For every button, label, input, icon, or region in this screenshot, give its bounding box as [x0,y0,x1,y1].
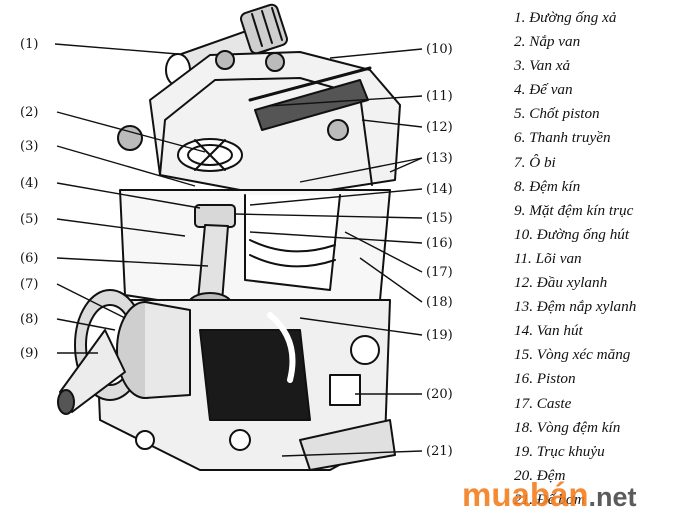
leader-line-19 [299,317,423,336]
leader-line-3 [56,145,196,187]
legend-item: 8. Đệm kín [514,177,581,195]
parts-legend: 1. Đường ống xả 2. Nắp van 3. Van xả 4. … [514,6,700,512]
leader-line-11 [267,95,423,107]
callout-1: (1) [20,37,38,52]
callout-15: (15) [426,211,453,226]
callout-10: (10) [426,42,453,57]
leader-line-2 [56,111,206,153]
leader-line-16 [249,231,423,244]
leader-line-1 [54,43,179,55]
legend-item: 19. Trục khuỷu [514,442,605,460]
callout-21: (21) [426,444,453,459]
leader-line-6 [56,257,209,267]
leader-line-13b [389,157,423,173]
leader-line-5 [56,218,186,237]
callout-4: (4) [20,176,38,191]
callout-9: (9) [20,346,38,361]
callout-7: (7) [20,277,38,292]
leader-line-7 [56,283,126,319]
leader-line-4 [56,182,201,209]
legend-item: 2. Nắp van [514,33,581,51]
callout-17: (17) [426,265,453,280]
legend-item: 9. Mặt đệm kín trục [514,201,634,219]
leader-line-12 [361,119,423,128]
leader-line-14 [249,188,423,206]
legend-item: 12. Đầu xylanh [514,274,608,292]
callout-3: (3) [20,139,38,154]
callout-18: (18) [426,295,453,310]
compressor-illustration [57,3,401,471]
legend-item: 1. Đường ống xả [514,9,617,26]
watermark-logo: muabán.net [462,476,698,514]
legend-item: 17. Caste [514,394,572,412]
legend-item: 7. Ô bi [514,153,556,171]
leader-line-21 [281,450,423,457]
callout-20: (20) [426,387,453,402]
leader-line-18 [359,257,423,303]
legend-item: 21. Đế bơm [514,490,585,508]
legend-item: 16. Piston [514,370,576,388]
legend-item: 4. Đế van [514,81,573,99]
leader-line-15 [234,213,423,219]
callout-2: (2) [20,105,38,120]
legend-item: 3. Van xả [514,57,571,75]
callout-16: (16) [426,236,453,251]
callout-11: (11) [426,89,453,104]
legend-item: 14. Van hút [514,322,583,340]
legend-item: 18. Vòng đệm kín [514,418,621,436]
leader-line-10 [329,48,423,59]
callout-13: (13) [426,151,453,166]
legend-item: 6. Thanh truyền [514,129,611,147]
callout-12: (12) [426,120,453,135]
legend-item: 15. Vòng xéc măng [514,346,631,364]
leader-line-13a [299,157,423,183]
legend-item: 20. Đệm [514,466,566,484]
callout-labels: (1) (2) (3) (4) (5) (6) (7) (8) (9) (10)… [20,37,453,459]
watermark-tld: .net [588,482,637,512]
callout-19: (19) [426,328,453,343]
legend-item: 13. Đệm nắp xylanh [514,298,637,316]
leader-lines [54,43,423,457]
legend-item: 5. Chốt piston [514,105,600,123]
callout-8: (8) [20,312,38,327]
watermark-brand: muabán [462,476,589,513]
legend-item: 11. Lõi van [514,249,582,267]
leader-line-8 [56,318,116,331]
callout-6: (6) [20,251,38,266]
callout-5: (5) [20,212,38,227]
callout-14: (14) [426,182,453,197]
leader-line-17 [344,231,423,273]
legend-item: 10. Đường ống hút [514,225,630,243]
